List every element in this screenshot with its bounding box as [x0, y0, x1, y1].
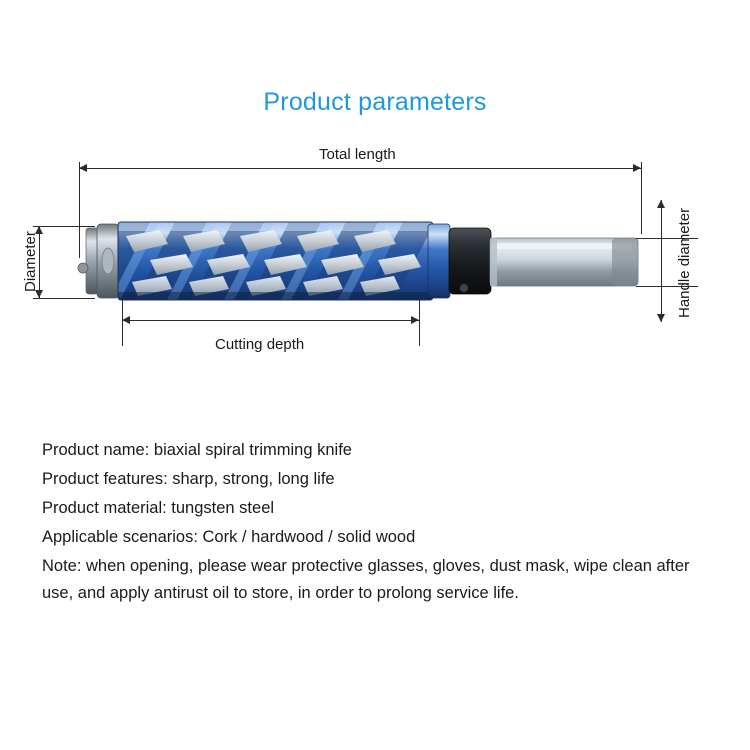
total-length-label: Total length: [311, 146, 404, 163]
handle-diameter-top-arrow: [657, 200, 665, 208]
diameter-dimension-line: [39, 226, 40, 298]
router-bit-illustration: [77, 221, 639, 301]
spec-note: Note: when opening, please wear protecti…: [42, 557, 690, 602]
product-specs: Product name: biaxial spiral trimming kn…: [42, 437, 702, 607]
handle-diameter-label: Handle diameter: [676, 207, 693, 318]
total-length-left-arrow: [79, 164, 87, 172]
page-title: Product parameters: [263, 88, 487, 116]
handle-diameter-top-extension: [636, 238, 698, 239]
cutting-depth-right-arrow: [411, 316, 419, 324]
diameter-top-arrow: [35, 226, 43, 234]
diameter-top-extension: [33, 226, 95, 227]
cutting-depth-left-arrow: [122, 316, 130, 324]
cutting-depth-dimension-line: [122, 320, 419, 321]
spec-product-name: Product name: biaxial spiral trimming kn…: [42, 441, 352, 459]
router-bit-diagram: Total length Diameter Handle diameter Cu…: [0, 140, 750, 390]
cutting-depth-label: Cutting depth: [215, 336, 305, 353]
total-length-right-arrow: [633, 164, 641, 172]
total-length-right-extension: [641, 162, 642, 234]
cutting-depth-right-extension: [419, 300, 420, 346]
spec-applicable-scenarios: Applicable scenarios: Cork / hardwood / …: [42, 528, 416, 546]
diameter-label: Diameter: [22, 231, 39, 293]
diameter-bottom-extension: [33, 298, 95, 299]
diameter-bottom-arrow: [35, 290, 43, 298]
handle-diameter-dimension-line: [661, 200, 662, 322]
handle-diameter-bottom-arrow: [657, 314, 665, 322]
spec-product-material: Product material: tungsten steel: [42, 499, 275, 517]
total-length-dimension-line: [79, 168, 641, 169]
spec-product-features: Product features: sharp, strong, long li…: [42, 470, 335, 488]
total-length-left-extension: [79, 162, 80, 258]
handle-diameter-bottom-extension: [636, 286, 698, 287]
